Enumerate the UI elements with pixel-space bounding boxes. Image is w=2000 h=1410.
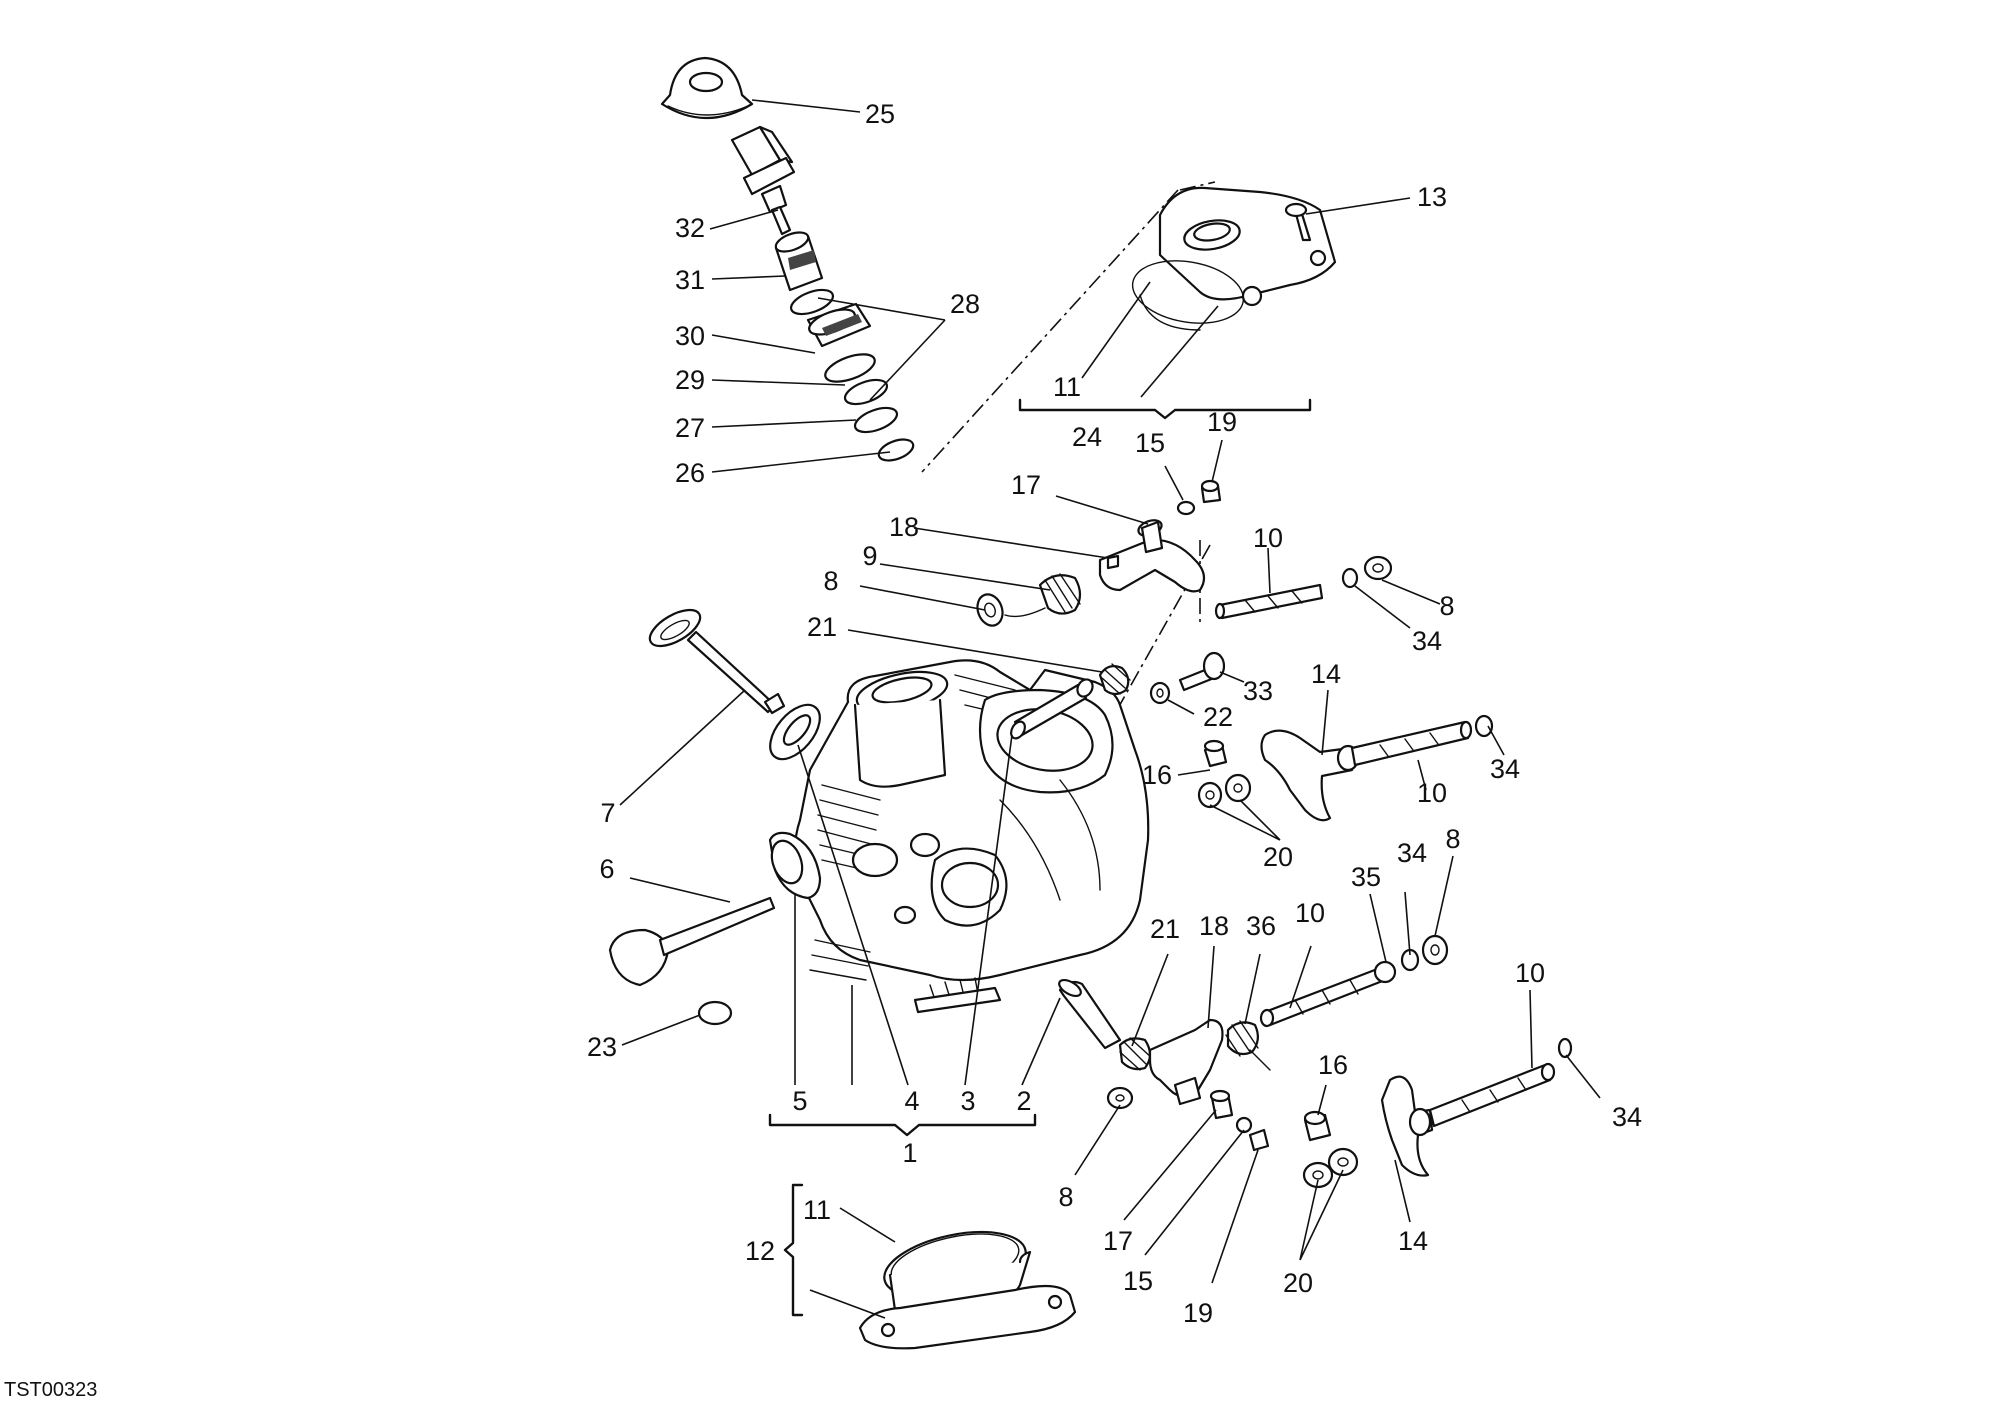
part-rocker-14-upper <box>1260 714 1494 822</box>
part-sleeve <box>774 231 824 292</box>
callout-6: 6 <box>599 854 614 884</box>
callout-36: 36 <box>1246 911 1276 941</box>
callout-16-lower: 16 <box>1318 1050 1348 1080</box>
part-manifold-12 <box>858 1230 1077 1350</box>
callout-14-upper: 14 <box>1311 659 1341 689</box>
callout-11-bottom: 11 <box>803 1195 831 1225</box>
callout-10-top: 10 <box>1253 523 1283 553</box>
callout-10-upper-right: 10 <box>1417 778 1447 808</box>
callout-26: 26 <box>675 458 705 488</box>
callout-17-bottom: 17 <box>1103 1226 1133 1256</box>
part-seal-4 <box>769 703 821 761</box>
callout-15-bottom: 15 <box>1123 1266 1153 1296</box>
callout-24: 24 <box>1072 422 1102 452</box>
callout-9: 9 <box>862 541 877 571</box>
part-spring-21-top <box>1098 663 1131 696</box>
callout-33: 33 <box>1243 676 1273 706</box>
callout-21-lower: 21 <box>1150 914 1180 944</box>
callout-18-lower: 18 <box>1199 911 1229 941</box>
callout-3: 3 <box>960 1086 975 1116</box>
part-rocker-upper <box>1098 519 1206 593</box>
part-guide-2 <box>1058 978 1122 1050</box>
callout-16-upper: 16 <box>1142 760 1172 790</box>
callout-29: 29 <box>675 365 705 395</box>
callout-34-top: 34 <box>1412 626 1442 656</box>
part-bolt-33-washer-22 <box>1149 651 1226 705</box>
callout-7: 7 <box>600 798 615 828</box>
callout-18-top: 18 <box>889 512 919 542</box>
callout-23: 23 <box>587 1032 617 1062</box>
brace-1 <box>768 1113 1037 1137</box>
part-shaft-10-middle <box>1259 934 1449 1028</box>
part-spring-36 <box>1225 1020 1271 1071</box>
part-seat-5 <box>768 831 822 900</box>
callout-19-top: 19 <box>1207 407 1237 437</box>
part-cap <box>660 56 754 119</box>
callout-34-middle: 34 <box>1397 838 1427 868</box>
part-spring-9 <box>1004 573 1082 618</box>
callout-34-upper-right: 34 <box>1490 754 1520 784</box>
callout-20-upper: 20 <box>1263 842 1293 872</box>
callout-14-lower: 14 <box>1398 1226 1428 1256</box>
drawing-code: TST00323 <box>4 1379 97 1401</box>
part-parts-16-20-upper <box>1197 739 1252 809</box>
callout-31: 31 <box>675 265 705 295</box>
part-parts-16-20-lower <box>1302 1110 1359 1189</box>
callout-4: 4 <box>904 1086 919 1116</box>
part-rings-stack <box>789 288 915 462</box>
part-cylinder-head <box>793 659 1150 1014</box>
leader-lines <box>619 99 1601 1319</box>
callout-5: 5 <box>792 1086 807 1116</box>
callout-21-top: 21 <box>807 612 837 642</box>
callout-8-middle: 8 <box>1445 824 1460 854</box>
callout-13: 13 <box>1417 182 1447 212</box>
callout-1: 1 <box>902 1138 917 1168</box>
part-spring-21-bottom <box>1118 1037 1153 1071</box>
callout-10-lower-right: 10 <box>1515 958 1545 988</box>
callout-8-top-right: 8 <box>1439 591 1454 621</box>
callout-12: 12 <box>745 1236 775 1266</box>
callout-34-bottom-right: 34 <box>1612 1102 1642 1132</box>
callout-27: 27 <box>675 413 705 443</box>
braces <box>768 398 1312 1317</box>
part-cap-23 <box>697 1000 733 1026</box>
callout-2: 2 <box>1016 1086 1031 1116</box>
callout-19-bottom: 19 <box>1183 1298 1213 1328</box>
callout-17-top: 17 <box>1011 470 1041 500</box>
part-valve-7 <box>648 608 786 715</box>
callout-8-top-left: 8 <box>823 566 838 596</box>
part-rocker-14-lower <box>1380 1037 1573 1177</box>
part-rocker-lower <box>1106 1018 1224 1110</box>
part-bush-15-19-top <box>1176 479 1222 516</box>
callout-10-middle: 10 <box>1295 898 1325 928</box>
part-screw-13 <box>1284 202 1312 242</box>
callout-labels: 25 13 32 31 28 30 29 27 26 11 24 15 19 1… <box>587 99 1642 1328</box>
callout-20-lower: 20 <box>1283 1268 1313 1298</box>
part-sensor <box>730 125 796 236</box>
callout-35: 35 <box>1351 862 1381 892</box>
callout-28: 28 <box>950 289 980 319</box>
part-shaft-10-top <box>1214 555 1393 620</box>
callout-32: 32 <box>675 213 705 243</box>
brace-24 <box>1018 398 1312 420</box>
callout-11-top: 11 <box>1053 372 1081 402</box>
callout-22: 22 <box>1203 702 1233 732</box>
callout-30: 30 <box>675 321 705 351</box>
part-bush-17-15-19-bottom <box>1209 1089 1270 1152</box>
callout-15-top: 15 <box>1135 428 1165 458</box>
callout-8-bottom: 8 <box>1058 1182 1073 1212</box>
callout-25: 25 <box>865 99 895 129</box>
brace-12 <box>783 1183 804 1317</box>
part-washer-8-upper <box>976 593 1004 627</box>
part-guide-3 <box>1010 678 1094 740</box>
part-valve-6 <box>608 896 776 987</box>
